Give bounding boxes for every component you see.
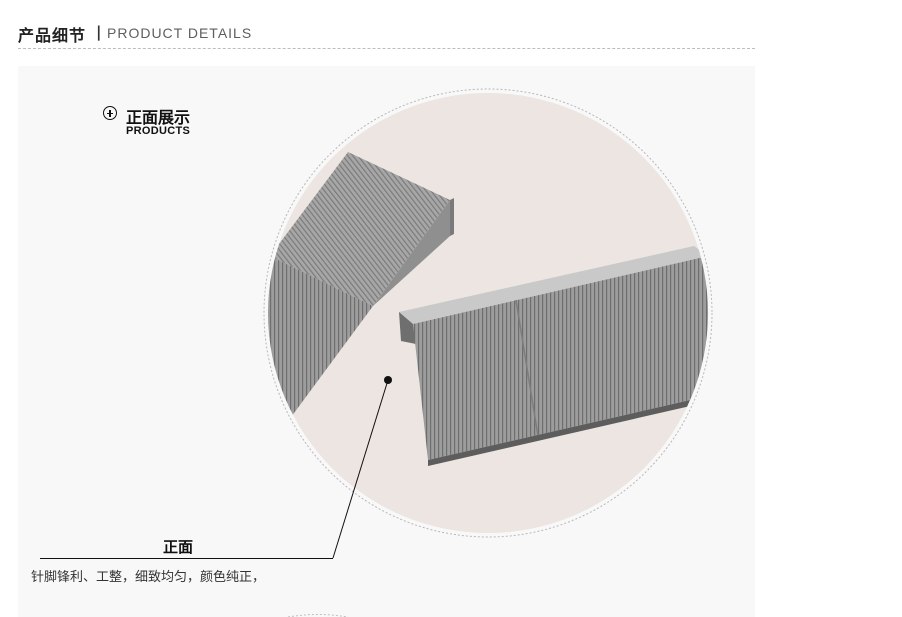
- section-title-en: PRODUCTS: [126, 125, 191, 137]
- header-separator: |: [96, 23, 102, 41]
- product-illustration: [263, 88, 713, 617]
- callout-description: 针脚锋利、工整，细致均匀，颜色纯正，: [31, 570, 266, 585]
- callout-leader-line: [332, 379, 389, 559]
- header-title-cn: 产品细节: [18, 26, 87, 45]
- product-detail-panel: 正面展示 PRODUCTS 正面 针脚锋利、工整，细致均匀，颜色纯正，: [18, 66, 755, 617]
- page-header: 产品细节 | PRODUCT DETAILS: [18, 22, 755, 49]
- section-title-cn: 正面展示: [126, 108, 191, 127]
- plus-circle-icon: [103, 106, 117, 120]
- callout-title: 正面: [163, 538, 194, 556]
- staple-strip-lower: [399, 246, 708, 466]
- staple-strip-upper: [268, 152, 454, 428]
- callout-underline: [40, 558, 333, 559]
- dashed-ring: [263, 88, 713, 538]
- header-title-en: PRODUCT DETAILS: [107, 25, 253, 41]
